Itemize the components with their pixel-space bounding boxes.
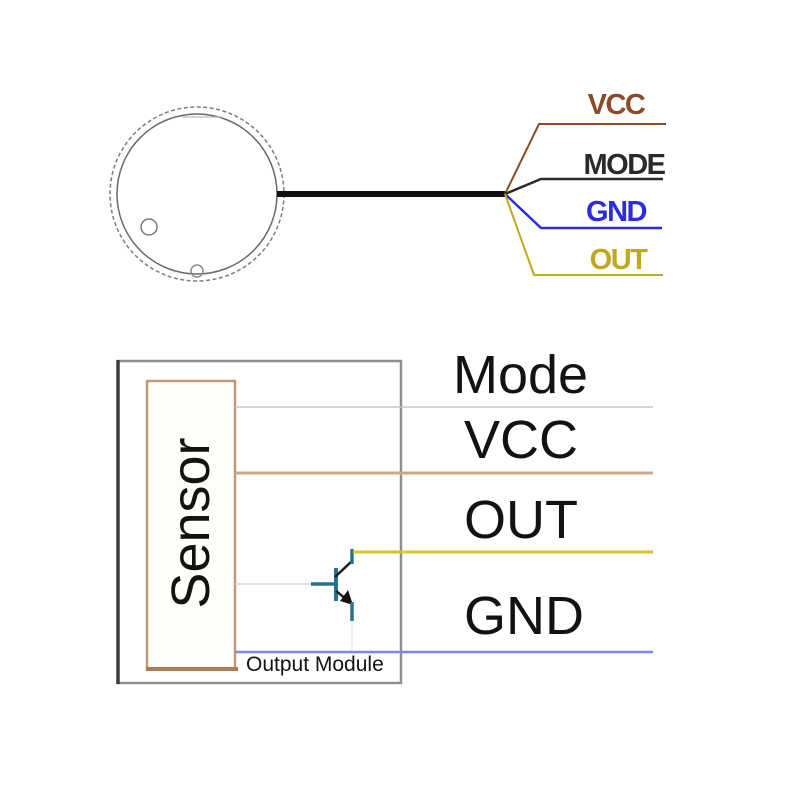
wire-label-vcc: VCC [588,89,646,121]
pin-label-mode: Mode [453,345,589,405]
sensor-inner-ring [116,113,278,275]
sensor-outer-ring [109,106,285,282]
module-label: Output Module [246,653,384,676]
pin-label-out: OUT [464,490,578,550]
wire-vcc [504,123,666,195]
wire-out [504,193,663,276]
sensor-hole-left-icon [140,218,158,236]
sensor-block [145,379,237,671]
wire-label-gnd: GND [586,196,647,228]
wire-label-mode: MODE [584,149,666,181]
sensor-label: Sensor [161,437,221,609]
wire-gnd [504,193,662,230]
wire-label-out: OUT [590,244,649,276]
sensor-hole-bottom-icon [190,264,204,278]
wire-mode [504,177,663,196]
pin-label-vcc: VCC [464,410,579,470]
transistor-emitter-arrow-icon [340,590,353,605]
transistor-collector-diag [334,560,353,578]
pin-label-gnd: GND [464,586,584,646]
